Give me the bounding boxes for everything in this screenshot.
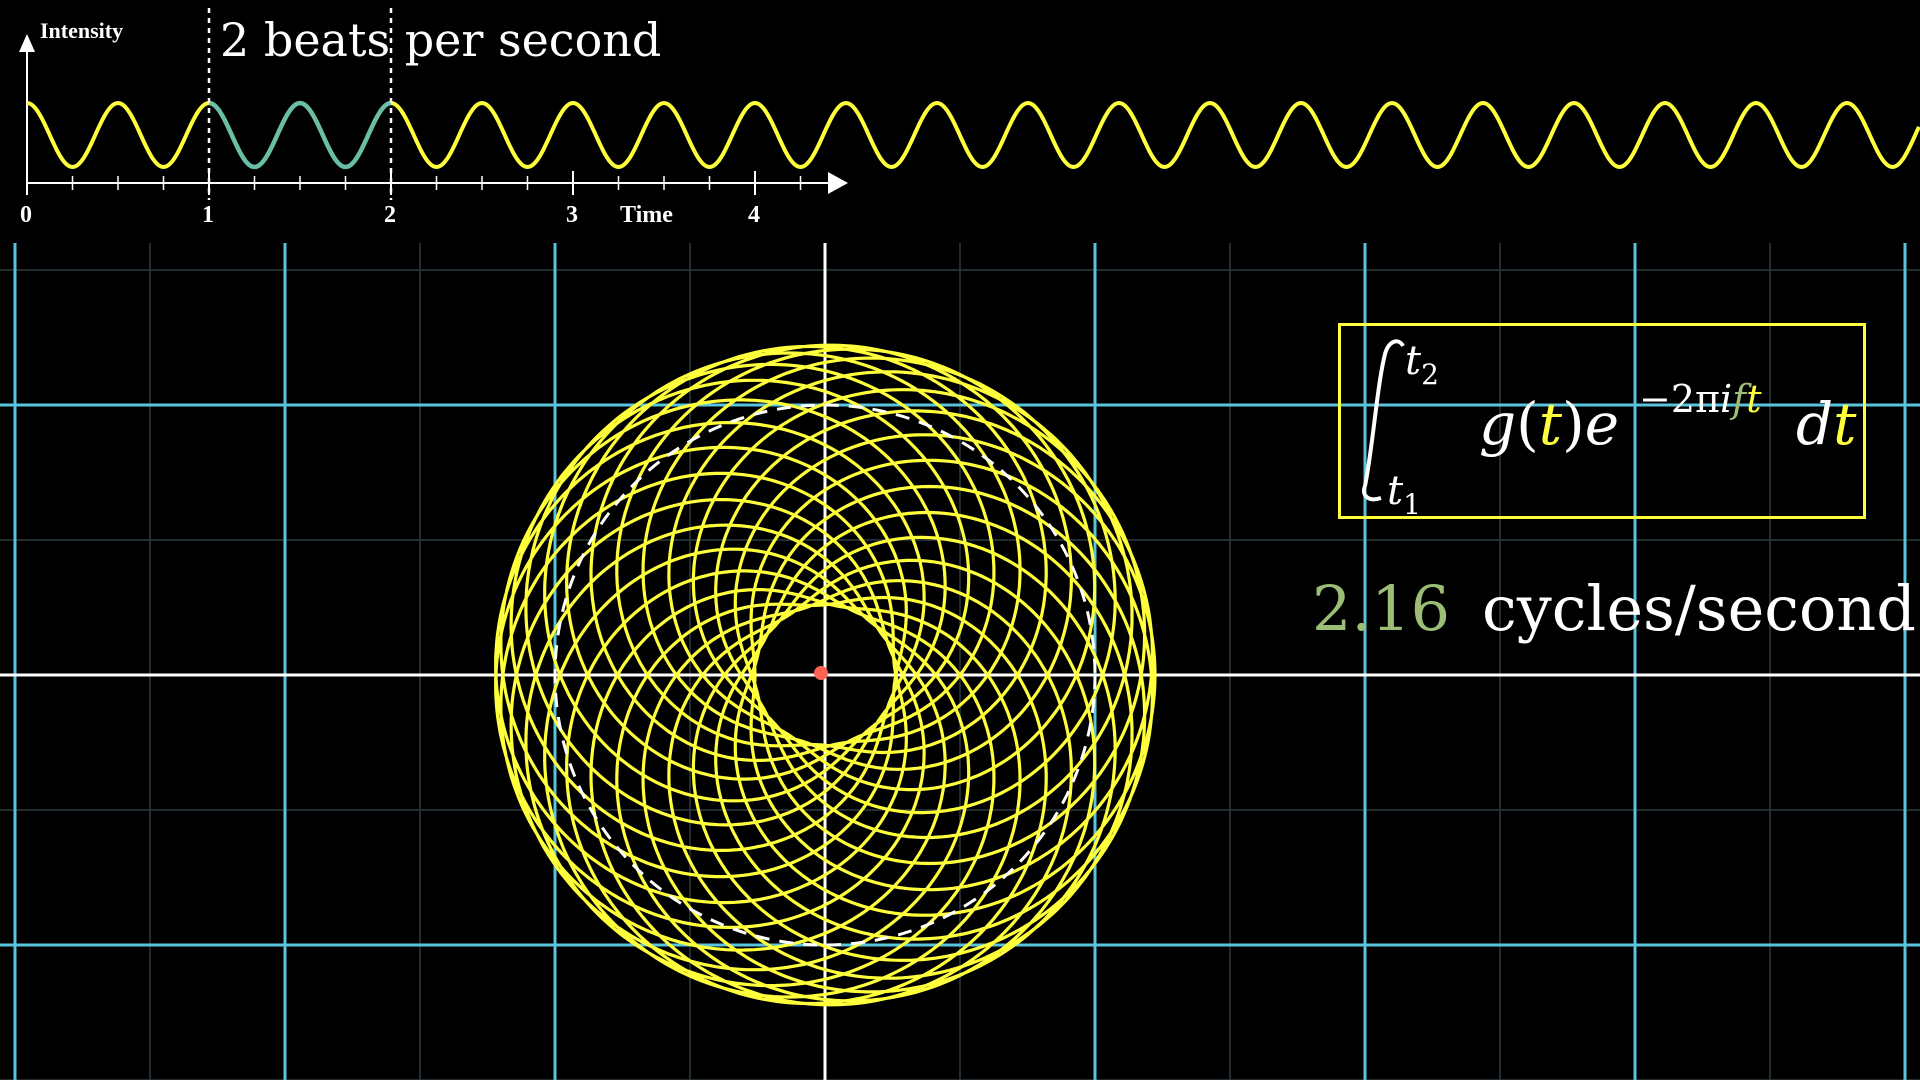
complex-plane: [0, 243, 1920, 1080]
integral-upper-limit: t2: [1405, 338, 1439, 391]
differential: dt: [1796, 390, 1857, 458]
tick-label-4: 4: [748, 202, 760, 228]
intensity-axis-label: Intensity: [40, 18, 123, 43]
time-axis-arrow: [828, 172, 848, 194]
center-of-mass-dot: [814, 666, 828, 680]
integral-lower-limit: t1: [1387, 468, 1421, 516]
integral-sign: [1362, 339, 1405, 502]
frequency-value: 2.16: [1312, 572, 1451, 645]
tick-label-2: 2: [384, 202, 396, 228]
winding-frequency-readout: 2.16 cycles/second: [1312, 572, 1916, 652]
winding-graph: [494, 343, 1157, 1007]
tick-label-3: 3: [566, 202, 578, 228]
tick-label-1: 1: [202, 202, 214, 228]
beats-per-second-label: 2 beats per second: [220, 13, 661, 67]
integrand: g(t)e: [1479, 390, 1619, 458]
signal-panel: Intensity Time 0 1 2 3 4 2 beats per sec…: [19, 8, 1920, 228]
formula-svg: t2 t1 g(t)e −2πift dt: [1362, 338, 1857, 521]
fourier-integral-formula: t2 t1 g(t)e −2πift dt: [1338, 323, 1866, 521]
time-axis-label: Time: [620, 202, 673, 228]
intensity-axis-arrow: [19, 34, 35, 52]
mean-circle-dashed: [553, 403, 1097, 947]
frequency-unit: cycles/second: [1482, 572, 1916, 645]
exponent: −2πift: [1639, 377, 1762, 421]
signal-wave-highlight: [208, 100, 392, 170]
tick-label-0: 0: [20, 202, 32, 228]
